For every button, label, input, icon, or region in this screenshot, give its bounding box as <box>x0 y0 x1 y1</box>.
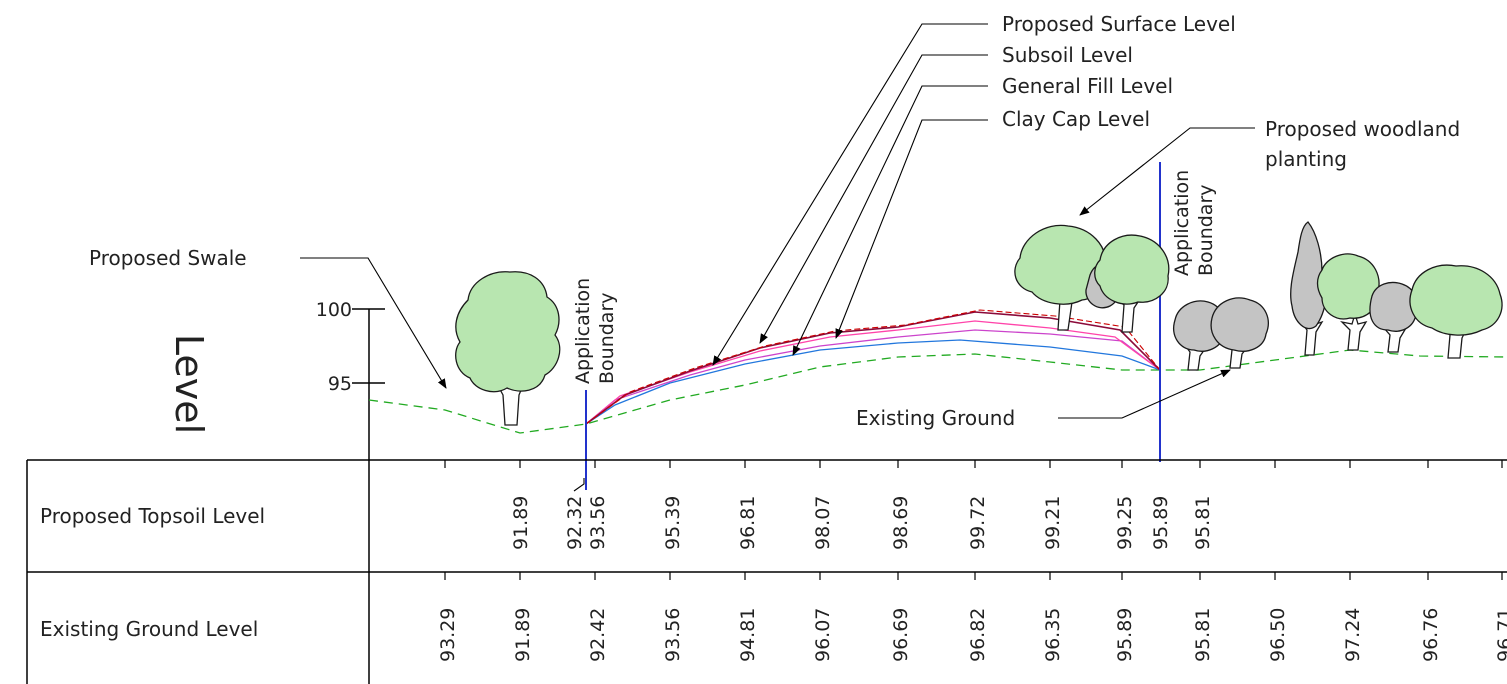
topsoil-value: 96.81 <box>737 496 759 550</box>
topsoil-value: 95.39 <box>662 496 684 550</box>
application-boundary-right-label-1: Application <box>1171 170 1193 276</box>
topsoil-value: 95.89 <box>1150 496 1172 550</box>
proposed-surface-line <box>585 309 1161 425</box>
woodland-label-line-2: planting <box>1265 147 1347 171</box>
clay-cap-leader <box>835 119 988 339</box>
tree-icon <box>1014 224 1107 331</box>
existing-ground-value: 96.76 <box>1420 608 1442 662</box>
existing-ground-line <box>368 349 1507 434</box>
tree-icon <box>1094 234 1170 333</box>
annotation-labels: Proposed Surface Level Subsoil Level Gen… <box>89 12 1460 430</box>
table-ticks <box>444 460 1503 580</box>
clay-cap-line <box>585 339 1161 425</box>
application-boundary-left-label-2: Boundary <box>596 292 618 384</box>
existing-ground-value: 95.89 <box>1114 608 1136 662</box>
woodland-label-line-1: Proposed woodland <box>1265 117 1460 141</box>
topsoil-value: 98.07 <box>812 496 834 550</box>
topsoil-value: 91.89 <box>510 496 532 550</box>
existing-ground-value: 96.82 <box>967 608 989 662</box>
existing-ground-value: 93.29 <box>437 608 459 662</box>
tree-icon <box>1290 221 1327 356</box>
existing-ground-value: 92.42 <box>587 608 609 662</box>
existing-ground-value: 96.35 <box>1042 608 1064 662</box>
tree-group <box>455 221 1503 426</box>
application-boundary-right-label-2: Boundary <box>1195 184 1217 276</box>
axis-tick-label-95: 95 <box>328 373 352 395</box>
existing-ground-value: 95.81 <box>1192 608 1214 662</box>
general-fill-line <box>585 329 1161 425</box>
general-fill-leader <box>792 85 988 356</box>
application-boundaries: Application Boundary Application Boundar… <box>572 162 1217 490</box>
existing-ground-label: Existing Ground <box>856 406 1015 430</box>
axis-title: Level <box>167 334 211 434</box>
topsoil-line <box>585 311 1161 425</box>
topsoil-value: 99.21 <box>1042 496 1064 550</box>
topsoil-value: 99.25 <box>1114 496 1136 550</box>
tree-icon <box>455 271 561 426</box>
tree-icon <box>1369 281 1418 353</box>
tree-icon <box>1173 300 1226 371</box>
existing-ground-value: 91.89 <box>512 608 534 662</box>
existing-ground-value: 96.69 <box>890 608 912 662</box>
topsoil-value: 98.69 <box>890 496 912 550</box>
row-label-proposed-topsoil: Proposed Topsoil Level <box>40 504 265 528</box>
axis-tick-label-100: 100 <box>316 299 352 321</box>
existing-ground-value: 96.71 <box>1494 608 1507 662</box>
topsoil-value: 99.72 <box>967 496 989 550</box>
tree-icon <box>1409 264 1503 359</box>
subsoil-leader <box>759 54 988 344</box>
levels-table: Proposed Topsoil Level Existing Ground L… <box>26 459 1507 684</box>
leader-lines <box>300 23 1255 419</box>
existing-ground-value: 93.56 <box>662 608 684 662</box>
level-lines <box>368 309 1507 434</box>
existing-ground-leader <box>1058 369 1231 419</box>
existing-ground-value: 96.50 <box>1267 608 1289 662</box>
existing-ground-value: 96.07 <box>812 608 834 662</box>
topsoil-value: 92.32 <box>564 496 586 550</box>
topsoil-value: 95.81 <box>1192 496 1214 550</box>
general-fill-label: General Fill Level <box>1002 74 1173 98</box>
tree-icon <box>1316 253 1380 351</box>
boundary-table-leader <box>573 478 585 492</box>
level-axis: 100 95 Level <box>167 299 385 684</box>
proposed-surface-label: Proposed Surface Level <box>1002 12 1236 36</box>
tree-icon <box>1210 297 1269 369</box>
topsoil-value: 93.56 <box>587 496 609 550</box>
existing-ground-value: 97.24 <box>1342 608 1364 662</box>
row-label-existing-ground: Existing Ground Level <box>40 617 258 641</box>
existing-ground-value: 94.81 <box>737 608 759 662</box>
woodland-leader <box>1079 127 1255 216</box>
swale-label: Proposed Swale <box>89 246 247 270</box>
swale-leader <box>300 257 447 389</box>
subsoil-label: Subsoil Level <box>1002 43 1133 67</box>
application-boundary-left-label-1: Application <box>572 278 594 384</box>
clay-cap-label: Clay Cap Level <box>1002 107 1150 131</box>
proposed-surface-leader <box>712 23 988 366</box>
